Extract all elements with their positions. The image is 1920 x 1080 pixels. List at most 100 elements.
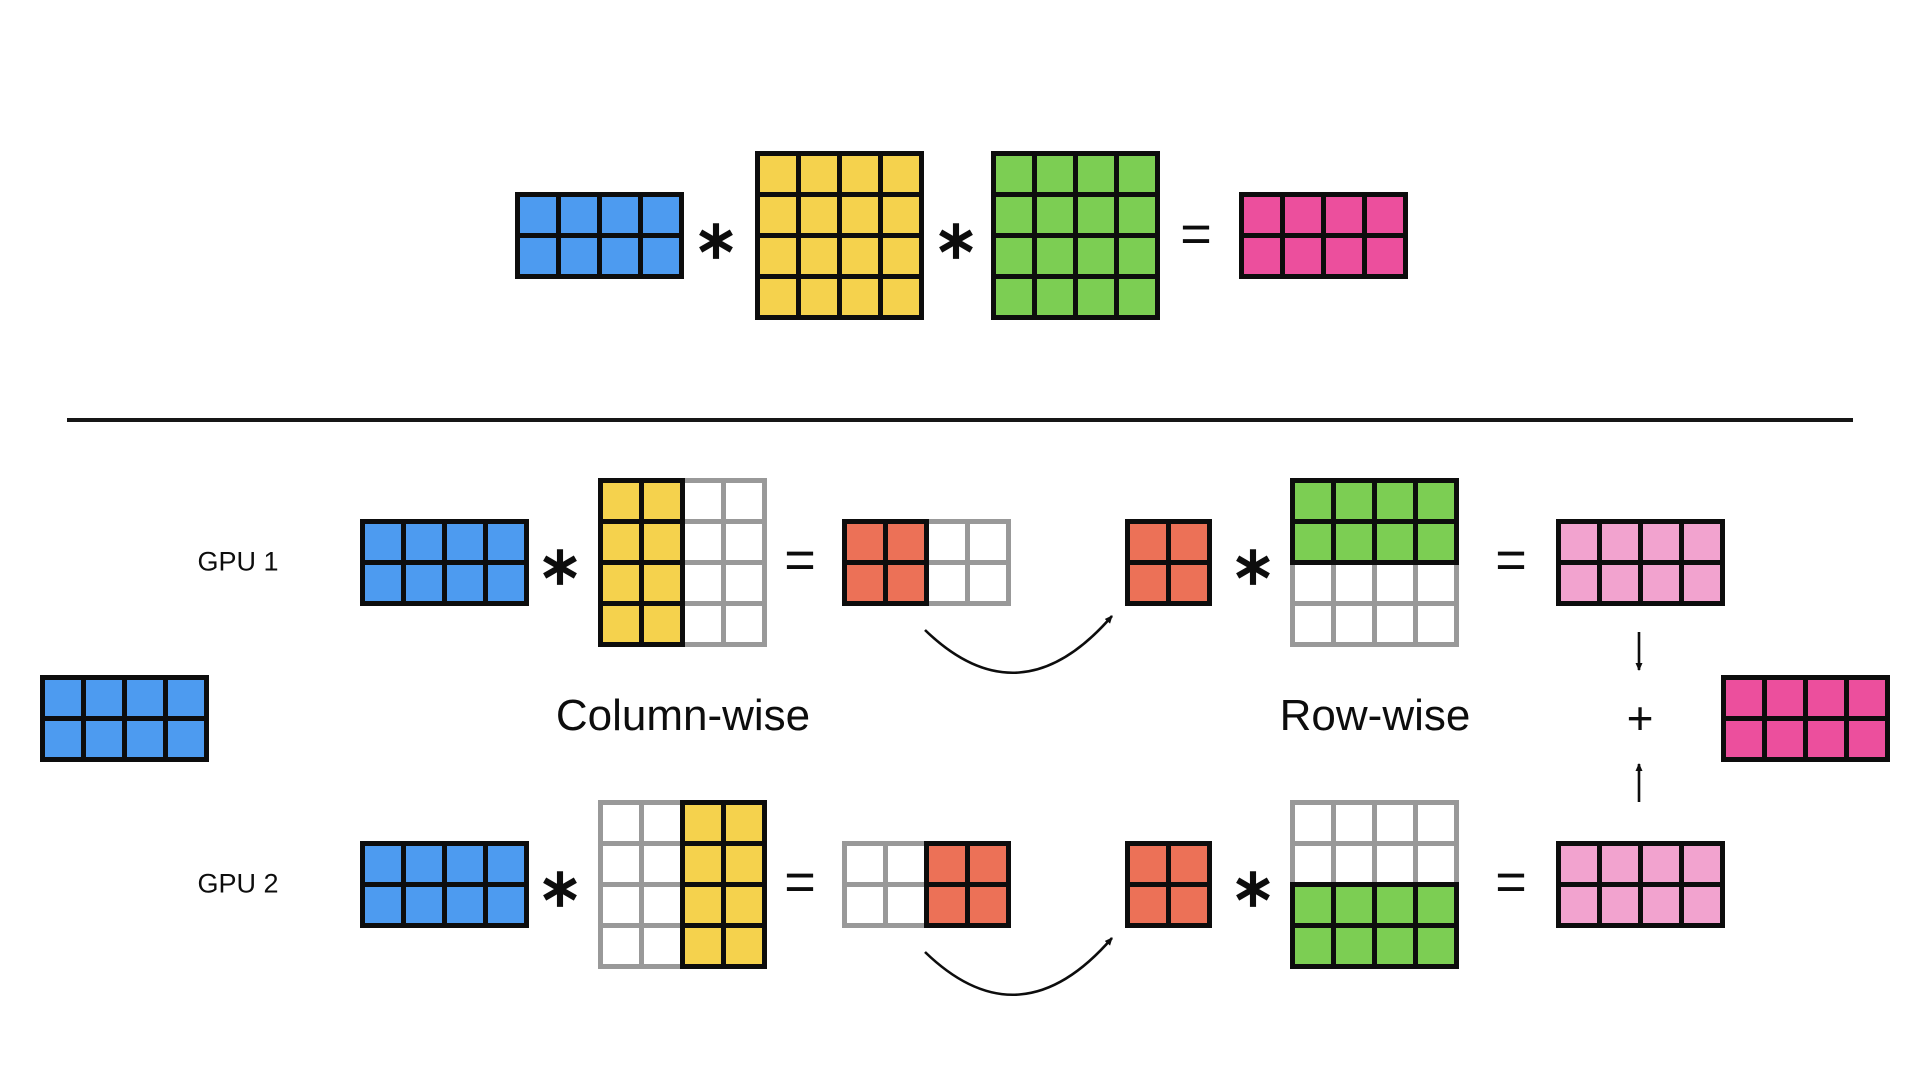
matrix-cell	[996, 238, 1032, 274]
matrix-cell	[1078, 279, 1114, 315]
matrix-cell	[1336, 805, 1372, 841]
matrix-cell	[842, 238, 878, 274]
matrix-cell	[1037, 156, 1073, 192]
matrix-cell	[760, 197, 796, 233]
matrix-cell	[603, 606, 639, 642]
matrix-cell	[1336, 887, 1372, 923]
matrix-block-filled	[1125, 519, 1212, 606]
matrix-cell	[1336, 524, 1372, 560]
matrix-cell	[1602, 887, 1638, 923]
matrix-cell	[1336, 483, 1372, 519]
matrix-cell	[847, 524, 883, 560]
gpu2-column-shard-matrix	[598, 800, 767, 969]
matrix-cell	[603, 928, 639, 964]
matrix-cell	[1295, 565, 1331, 601]
matrix-cell	[644, 606, 680, 642]
matrix-block-filled	[680, 800, 767, 969]
output-matrix	[1239, 192, 1408, 279]
matrix-cell	[1078, 238, 1114, 274]
matrix-block-filled	[991, 151, 1160, 320]
equals-operator: =	[784, 852, 816, 912]
input-matrix	[515, 192, 684, 279]
matrix-cell	[726, 524, 762, 560]
matrix-cell	[847, 846, 883, 882]
matrix-cell	[1326, 238, 1362, 274]
matrix-cell	[726, 805, 762, 841]
matrix-block-filled	[360, 519, 529, 606]
matrix-cell	[760, 279, 796, 315]
matrix-cell	[1377, 524, 1413, 560]
matrix-cell	[1849, 721, 1885, 757]
matrix-cell	[406, 565, 442, 601]
matrix-cell	[488, 524, 524, 560]
matrix-cell	[888, 565, 924, 601]
matrix-cell	[1377, 846, 1413, 882]
gpu1-row-shard-matrix	[1290, 478, 1459, 647]
matrix-block-filled	[924, 841, 1011, 928]
summed-output-matrix	[1721, 675, 1890, 762]
matrix-cell	[488, 887, 524, 923]
matrix-cell	[1643, 846, 1679, 882]
matrix-cell	[1726, 680, 1762, 716]
matrix-block-empty	[598, 800, 685, 969]
matrix-block-filled	[1239, 192, 1408, 279]
weight-a-matrix	[755, 151, 924, 320]
matrix-cell	[1684, 887, 1720, 923]
matrix-cell	[996, 279, 1032, 315]
matrix-cell	[1171, 887, 1207, 923]
matrix-cell	[1078, 197, 1114, 233]
matrix-cell	[602, 238, 638, 274]
matrix-cell	[1808, 721, 1844, 757]
matrix-cell	[447, 846, 483, 882]
matrix-block-filled	[1556, 841, 1725, 928]
matrix-cell	[1418, 887, 1454, 923]
matrix-cell	[888, 524, 924, 560]
times-operator: ∗	[693, 210, 739, 270]
matrix-cell	[1295, 483, 1331, 519]
matrix-cell	[1377, 483, 1413, 519]
matrix-cell	[1602, 524, 1638, 560]
matrix-cell	[726, 887, 762, 923]
gpu1-activation-matrix	[1125, 519, 1212, 606]
matrix-cell	[1295, 928, 1331, 964]
gpu2-row-shard-matrix	[1290, 800, 1459, 969]
matrix-cell	[685, 846, 721, 882]
matrix-cell	[447, 524, 483, 560]
matrix-cell	[365, 565, 401, 601]
matrix-cell	[685, 887, 721, 923]
matrix-cell	[127, 680, 163, 716]
matrix-cell	[1377, 565, 1413, 601]
matrix-cell	[685, 565, 721, 601]
matrix-cell	[1367, 197, 1403, 233]
matrix-cell	[1561, 565, 1597, 601]
matrix-cell	[685, 606, 721, 642]
matrix-block-filled	[515, 192, 684, 279]
matrix-cell	[970, 846, 1006, 882]
matrix-cell	[520, 197, 556, 233]
matrix-cell	[644, 805, 680, 841]
matrix-cell	[1767, 680, 1803, 716]
matrix-cell	[86, 721, 122, 757]
shared-input-matrix	[40, 675, 209, 762]
matrix-cell	[447, 565, 483, 601]
row-wise-label: Row-wise	[1279, 691, 1471, 740]
matrix-cell	[1244, 238, 1280, 274]
gpu1-output-matrix	[1556, 519, 1725, 606]
matrix-cell	[760, 238, 796, 274]
matrix-cell	[1295, 606, 1331, 642]
matrix-cell	[883, 156, 919, 192]
matrix-cell	[970, 565, 1006, 601]
matrix-cell	[603, 524, 639, 560]
matrix-cell	[1808, 680, 1844, 716]
matrix-block-filled	[1290, 478, 1459, 565]
matrix-cell	[602, 197, 638, 233]
matrix-cell	[1037, 279, 1073, 315]
matrix-cell	[1561, 524, 1597, 560]
gpu2-activation-matrix	[1125, 841, 1212, 928]
matrix-cell	[883, 197, 919, 233]
matrix-cell	[1295, 805, 1331, 841]
gpu1-input-matrix	[360, 519, 529, 606]
matrix-cell	[1285, 197, 1321, 233]
matrix-cell	[603, 846, 639, 882]
matrix-block-empty	[842, 841, 929, 928]
